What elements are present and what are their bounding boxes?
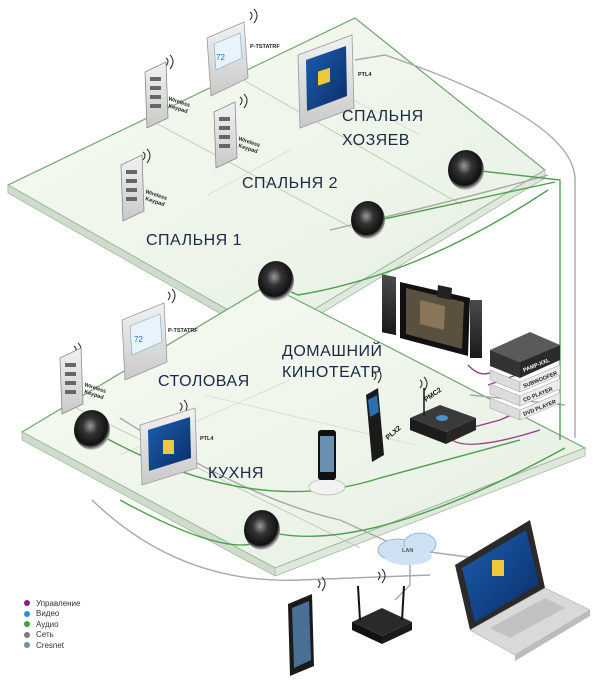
equipment-rack: PAMP-XXL SUBWOOFER CD PLAYER DVD PLAYER	[489, 332, 561, 421]
legend-dot	[24, 600, 30, 607]
keypad-label: Keypad	[237, 143, 258, 155]
keypad-device: Wireless Keypad	[213, 101, 261, 169]
legend-label: Видео	[36, 609, 60, 619]
legend-item-cresnet: Cresnet	[24, 640, 80, 651]
room-label-master-bedroom: ХОЗЯЕВ	[342, 132, 410, 149]
keypad-label: Keypad	[144, 196, 165, 208]
router-device	[352, 585, 412, 644]
legend-dot	[24, 642, 30, 649]
keypad-device: Wireless Keypad	[144, 61, 191, 129]
handheld-device	[288, 594, 314, 676]
room-label-home-theater: ДОМАШНИЙ	[282, 341, 383, 360]
speaker-icon	[258, 261, 294, 301]
legend-dot	[24, 610, 30, 617]
thermostat-device: 72 P-TSTATRF	[206, 21, 280, 97]
legend-item-audio: Аудио	[24, 619, 80, 630]
legend-dot	[24, 621, 30, 628]
legend-dot	[24, 631, 30, 638]
upper-floor	[6, 17, 547, 344]
touch-panel-device: PTL4	[297, 34, 372, 129]
laptop-device	[455, 520, 591, 661]
wifi-icon	[73, 8, 428, 592]
room-label-bedroom-2: СПАЛЬНЯ 2	[242, 175, 338, 192]
lan-cloud: LAN	[377, 532, 437, 565]
speaker-icon	[351, 201, 385, 239]
keypad-label: Keypad	[83, 389, 104, 401]
legend-label: Управление	[36, 598, 81, 608]
touch-panel-device: PTL4	[139, 407, 214, 486]
room-label-dining: СТОЛОВАЯ	[158, 373, 250, 390]
room-label-bedroom-1: СПАЛЬНЯ 1	[146, 232, 242, 249]
speaker-icon	[74, 410, 110, 450]
legend-label: Cresnet	[36, 640, 65, 650]
legend-label: Аудио	[36, 619, 59, 629]
room-label-kitchen: КУХНЯ	[208, 465, 264, 482]
lan-label: LAN	[402, 548, 413, 554]
keypad-label: Keypad	[167, 103, 188, 115]
legend-label: Сеть	[36, 630, 54, 640]
phone-dock-device	[308, 430, 346, 496]
home-theater-tv	[382, 274, 482, 358]
thermostat-label: P-TSTATRF	[168, 328, 198, 334]
room-label-home-theater: КИНОТЕАТР	[282, 364, 382, 381]
legend-item-video: Видео	[24, 609, 80, 620]
thermostat-device: 72 P-TSTATRF	[121, 302, 198, 381]
room-label-master-bedroom: СПАЛЬНЯ	[342, 108, 424, 125]
thermostat-temp: 72	[216, 53, 225, 62]
legend: Управление Видео Аудио Сеть Cresnet	[24, 598, 80, 651]
legend-item-control: Управление	[24, 598, 80, 609]
speaker-icon	[244, 510, 280, 550]
touch-panel-label: PTL4	[358, 72, 372, 78]
speaker-icon	[448, 150, 484, 190]
thermostat-temp: 72	[134, 335, 143, 344]
touch-panel-label: PTL4	[200, 436, 214, 442]
keypad-device: Wireless Keypad	[59, 347, 107, 415]
thermostat-label: P-TSTATRF	[250, 44, 280, 50]
legend-item-network: Сеть	[24, 630, 80, 641]
